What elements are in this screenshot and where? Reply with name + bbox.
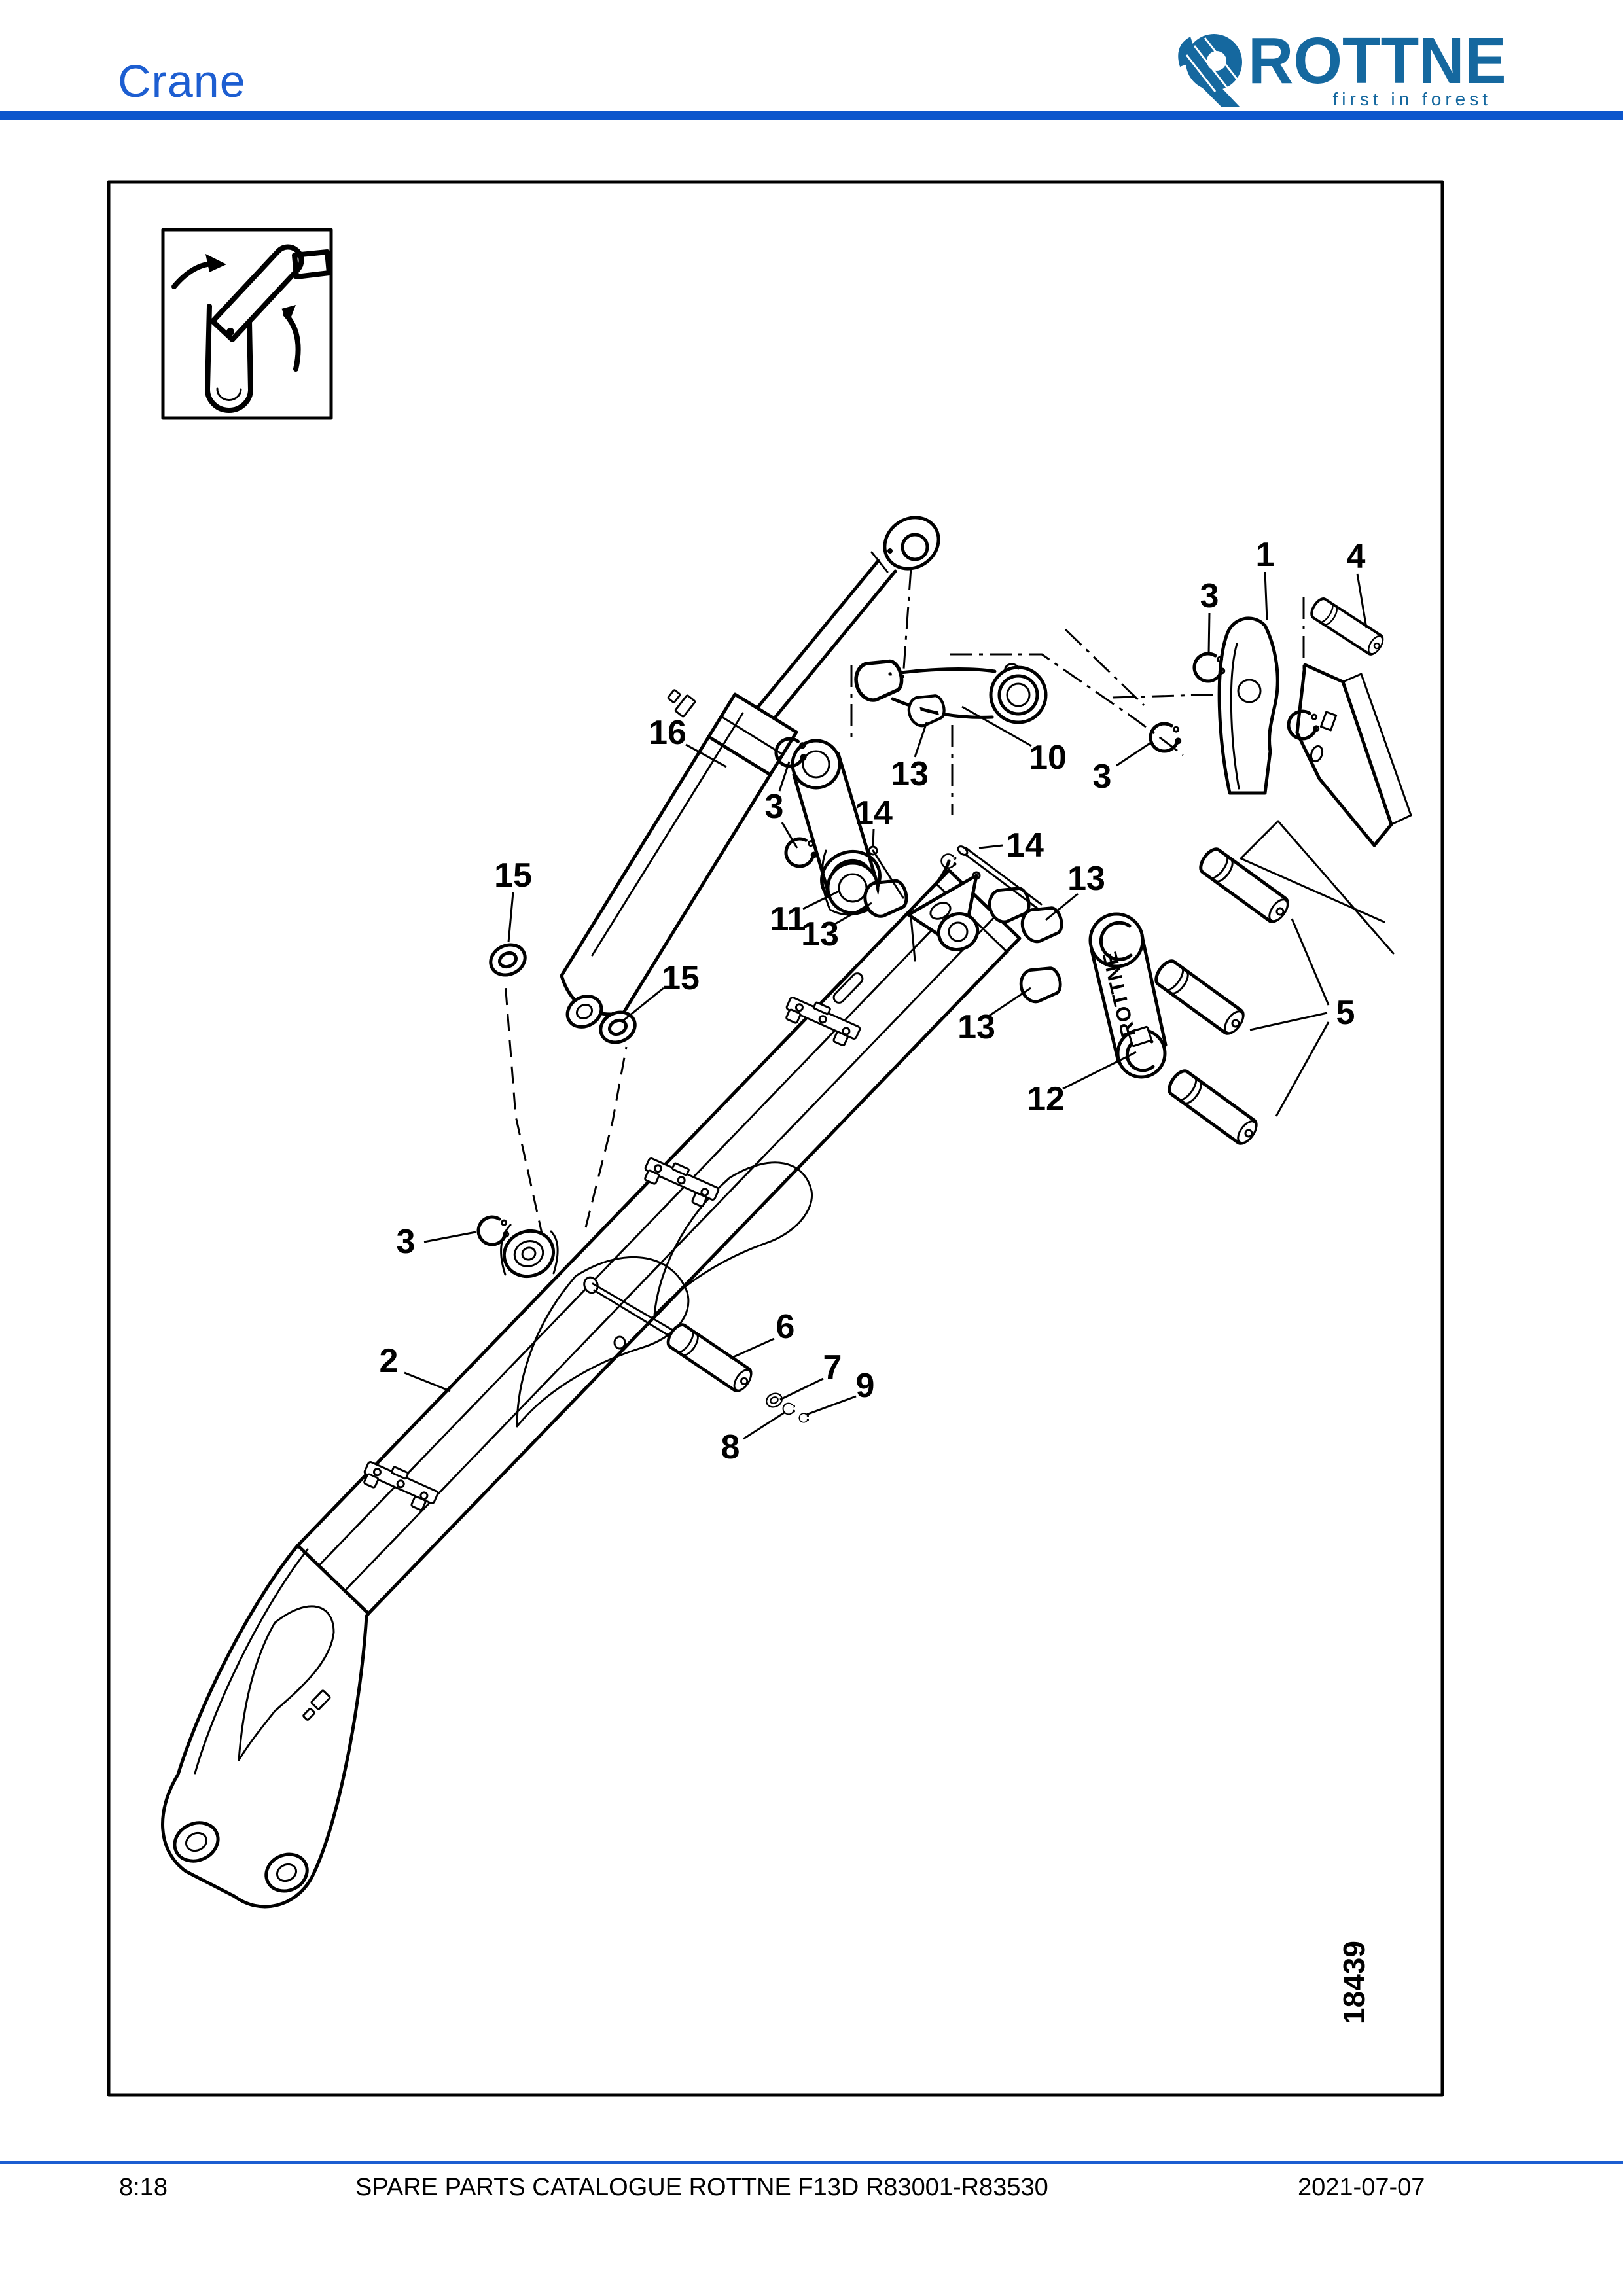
part-callout-5: 5 (1336, 994, 1355, 1032)
callout-leader-line (1116, 741, 1152, 767)
part-callout-3: 3 (1093, 758, 1112, 796)
pin-6 (664, 1322, 755, 1394)
callout-leader-line (622, 987, 664, 1022)
part-callout-14: 14 (1006, 826, 1044, 864)
callout-leader-line (1264, 571, 1268, 621)
callout-leader-line (779, 1377, 824, 1401)
part-callout-14: 14 (855, 794, 893, 832)
part-callout-3: 3 (1200, 577, 1219, 615)
part-callout-1: 1 (1256, 536, 1275, 574)
part-callout-11: 11 (770, 900, 806, 938)
part-callout-15: 15 (662, 959, 700, 997)
footer-rule (0, 2161, 1623, 2164)
link-arm-10 (852, 656, 1048, 728)
bracket-1 (1217, 616, 1279, 795)
figure-number: 18439 (1337, 1941, 1371, 2024)
part-callout-12: 12 (1027, 1080, 1065, 1118)
rottne-logo: ROTTNE first in forest (1175, 24, 1507, 111)
callout-leader-line (978, 844, 1003, 849)
main-boom (161, 868, 1022, 1909)
link-arm-11 (791, 739, 880, 915)
phantom-lines (504, 567, 1305, 1263)
part-callout-16: 16 (649, 714, 687, 752)
lock-pin-14 (868, 845, 1043, 910)
callout-leader-line (404, 1371, 451, 1392)
bushing-13 (852, 656, 906, 703)
rottne-logo-icon (1178, 34, 1242, 107)
callout-leader-line (781, 822, 798, 849)
part-callout-3: 3 (765, 788, 784, 826)
part-callout-15: 15 (494, 857, 532, 894)
callout-leader-line (914, 722, 928, 758)
footer-title: SPARE PARTS CATALOGUE ROTTNE F13D R83001… (355, 2174, 1048, 2201)
part-callout-8: 8 (721, 1428, 740, 1466)
callout-leader-line (507, 892, 514, 943)
diagram-frame (107, 180, 1444, 2097)
footer-page-ref: 8:18 (119, 2174, 168, 2201)
washer-15 (486, 940, 530, 981)
link-arm-12: ROTTNE (1088, 912, 1168, 1079)
pictogram-joint-dot (226, 328, 234, 336)
pin-5 (1166, 1068, 1260, 1148)
callout-leader-line (1249, 1012, 1328, 1031)
footer-date: 2021-07-07 (1298, 2174, 1425, 2201)
callout-leader-line (1356, 573, 1368, 629)
page-title: Crane (118, 56, 246, 107)
callout-leader-line (423, 1231, 476, 1243)
callout-leader-line (778, 761, 791, 792)
orientation-pictogram (161, 228, 333, 420)
pin-5 (1197, 846, 1292, 926)
arrow-up-left-icon (283, 311, 301, 372)
callout-leader-line (834, 902, 872, 925)
callout-leader-line (961, 705, 1032, 747)
callout-leader-line (730, 1337, 775, 1360)
rottne-logo-tagline: first in forest (1332, 89, 1491, 109)
part-callout-4: 4 (1347, 538, 1366, 576)
pin-5 (1152, 958, 1247, 1038)
part-callout-9: 9 (856, 1367, 875, 1405)
part-callout-13: 13 (957, 1008, 995, 1046)
part-callout-13: 13 (891, 755, 929, 793)
callout-leader-line (1045, 892, 1079, 921)
callout-leader-line (743, 1411, 786, 1440)
part-callout-13: 13 (801, 915, 839, 953)
callout-leader-line (802, 890, 840, 910)
part-callout-13: 13 (1067, 860, 1105, 898)
part-callout-7: 7 (823, 1349, 842, 1386)
part-callout-2: 2 (380, 1342, 399, 1380)
part-callout-10: 10 (1029, 739, 1067, 777)
callout-leader-line (685, 743, 727, 768)
rottne-logo-wordmark: ROTTNE (1248, 24, 1507, 97)
snap-ring-3 (1143, 716, 1186, 759)
pin-4 (1308, 596, 1385, 657)
pin-6-assembly (583, 1276, 810, 1424)
callout-leader-line (1291, 918, 1330, 1006)
snap-ring-3 (777, 830, 822, 875)
part-callout-6: 6 (776, 1308, 795, 1346)
tilt-bracket-plate (1240, 663, 1412, 955)
callout-leader-line (989, 987, 1031, 1017)
callout-leader-line (1275, 1021, 1330, 1117)
link-brand-text: ROTTNE (1098, 949, 1140, 1039)
callout-leader-line (1062, 1051, 1137, 1090)
callout-leader-line (872, 828, 875, 847)
callout-leader-line (806, 1395, 857, 1416)
washer-7 (763, 1390, 785, 1411)
bushing-13 (1018, 963, 1064, 1004)
part-callout-3: 3 (397, 1223, 416, 1261)
header-rule (0, 111, 1623, 120)
